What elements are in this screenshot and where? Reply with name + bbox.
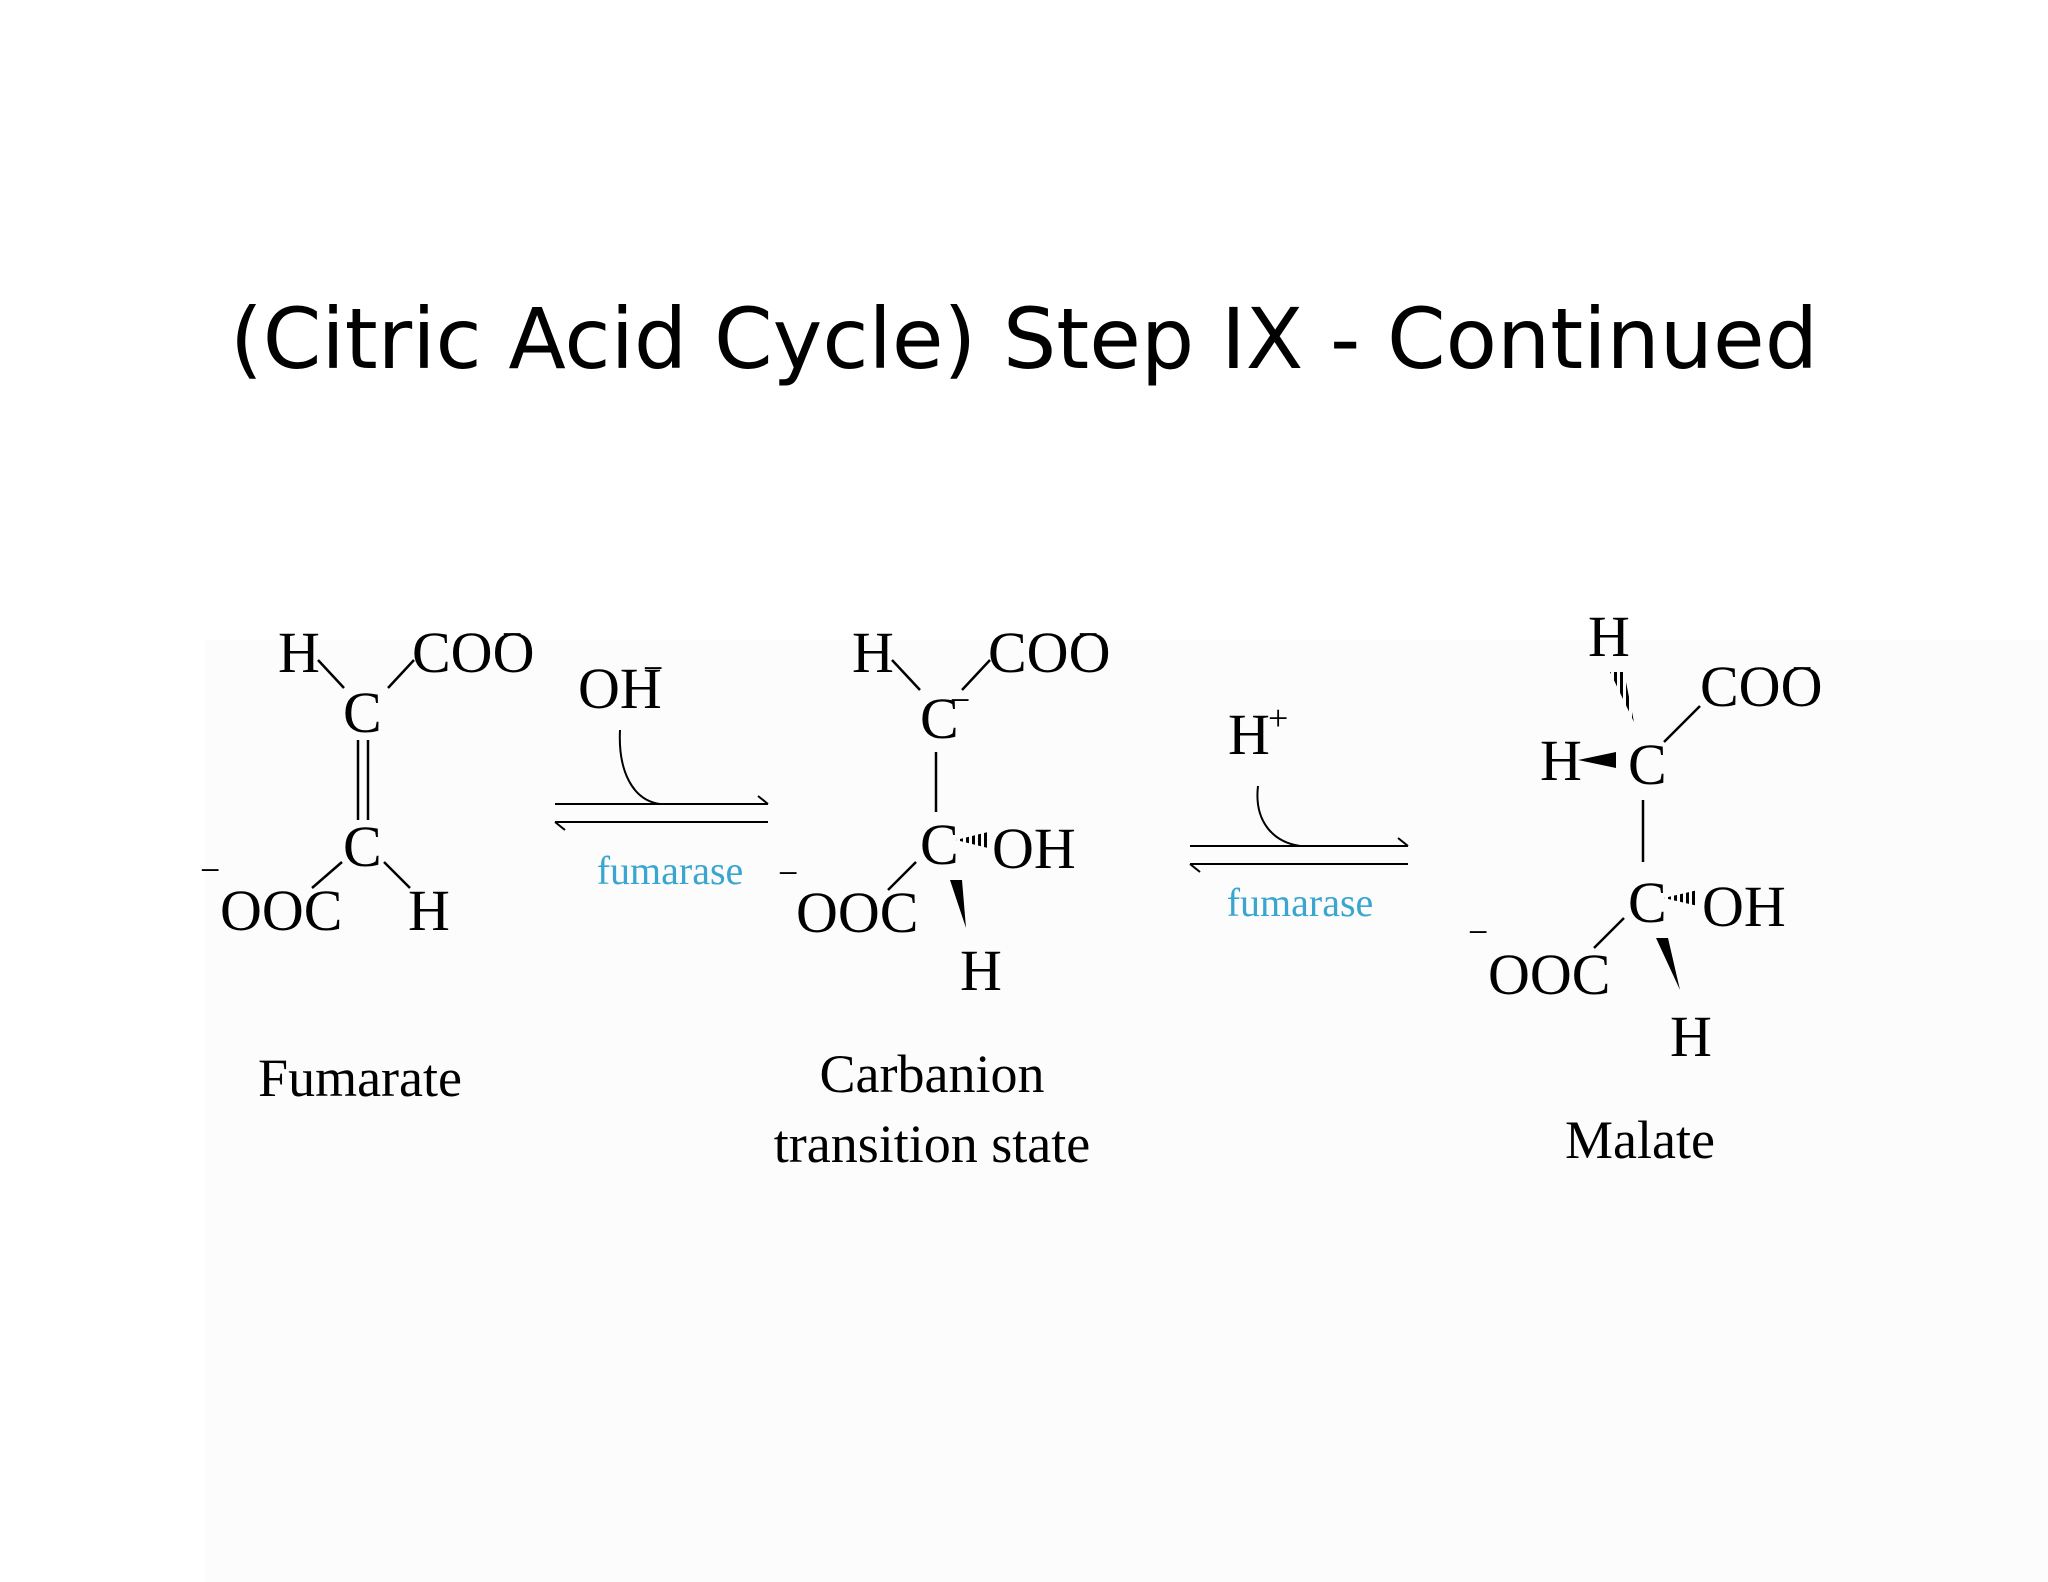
atom-oh: OH <box>992 816 1076 881</box>
label-malate: Malate <box>1565 1110 1715 1170</box>
charge-minus: − <box>1078 614 1098 654</box>
reagent-h-charge: + <box>1268 698 1288 738</box>
label-carbanion-line2: transition state <box>774 1114 1090 1174</box>
atom-c: C <box>1628 870 1667 935</box>
bond-line <box>1663 705 1701 743</box>
atom-ooc: OOC <box>220 878 342 943</box>
charge-minus: − <box>1792 648 1812 688</box>
charge-minus: − <box>502 614 522 654</box>
curved-arrow <box>618 729 661 805</box>
hashed-wedge-bond <box>1664 890 1698 906</box>
reagent-oh-charge: − <box>643 648 663 688</box>
reverse-arrowhead <box>1189 863 1201 873</box>
bond-line <box>891 659 921 691</box>
charge-minus: − <box>1468 912 1488 952</box>
bond-line <box>317 659 345 689</box>
atom-h: H <box>1588 604 1630 669</box>
enzyme-label: fumarase <box>1227 880 1374 925</box>
label-fumarate: Fumarate <box>258 1048 462 1108</box>
atom-c: C <box>920 686 959 751</box>
enzyme-label: fumarase <box>597 848 744 893</box>
atom-h: H <box>960 938 1002 1003</box>
hashed-wedge-bond <box>1610 672 1634 722</box>
charge-minus: − <box>200 850 220 890</box>
equilibrium-arrow-step1: OH − fumarase <box>554 648 769 893</box>
label-carbanion-line1: Carbanion <box>820 1044 1045 1104</box>
carbanion-structure: H COO − C − C OH − OOC H Carbanion trans… <box>774 614 1111 1174</box>
atom-h: H <box>1540 728 1582 793</box>
atom-coo: COO <box>412 620 534 685</box>
atom-c: C <box>920 812 959 877</box>
reagent-oh: OH <box>578 656 662 721</box>
fumarate-structure: H COO − C C − OOC H Fumarate <box>200 614 534 1108</box>
atom-h: H <box>278 620 320 685</box>
reverse-arrowhead <box>554 821 566 831</box>
atom-ooc: OOC <box>1488 942 1610 1007</box>
atom-h: H <box>408 878 450 943</box>
atom-oh: OH <box>1702 874 1786 939</box>
bond-line <box>1593 917 1625 949</box>
forward-arrowhead <box>757 795 769 805</box>
atom-h: H <box>852 620 894 685</box>
bond-line <box>887 861 917 891</box>
solid-wedge-bond <box>1656 938 1680 990</box>
reagent-h: H <box>1228 702 1270 767</box>
hashed-wedge-bond <box>956 832 988 848</box>
bond-line <box>961 659 991 691</box>
bond-line <box>311 861 343 889</box>
atom-c: C <box>343 814 382 879</box>
slide-title: (Citric Acid Cycle) Step IX - Continued <box>229 290 1819 388</box>
forward-arrowhead <box>1397 837 1409 847</box>
atom-coo: COO <box>1700 654 1822 719</box>
atom-coo: COO <box>988 620 1110 685</box>
bond-line <box>387 659 415 689</box>
bond-line <box>383 861 411 889</box>
slide-shaded-panel <box>205 640 2048 1582</box>
atom-c: C <box>1628 732 1667 797</box>
atom-ooc: OOC <box>796 880 918 945</box>
atom-h: H <box>1670 1004 1712 1069</box>
equilibrium-arrow-step2: H + fumarase <box>1189 698 1409 925</box>
solid-wedge-bond <box>1578 752 1616 768</box>
curved-arrow <box>1256 785 1301 847</box>
atom-c: C <box>343 680 382 745</box>
carbanion-charge: − <box>950 680 970 720</box>
charge-minus: − <box>778 853 798 893</box>
solid-wedge-bond <box>950 880 966 928</box>
malate-structure: H COO − H C C OH − OOC H Malate <box>1468 604 1822 1170</box>
